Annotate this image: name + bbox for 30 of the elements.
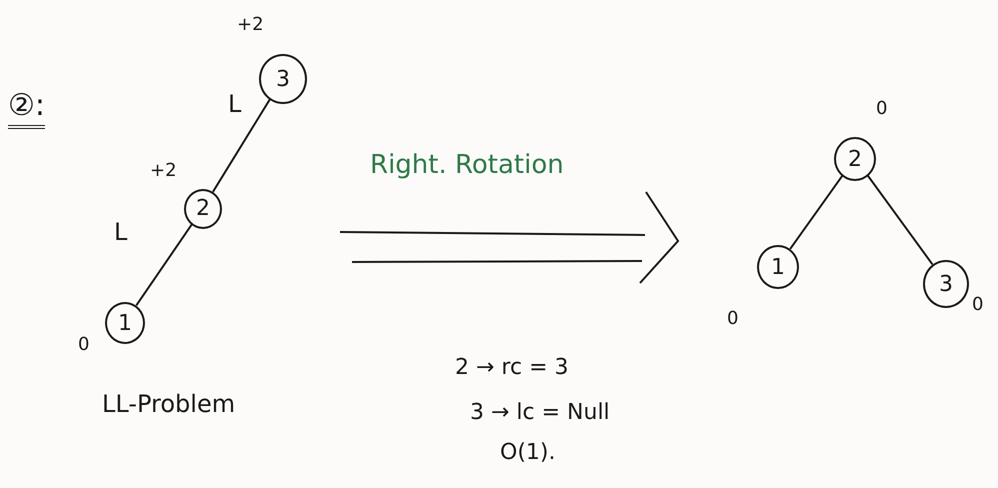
tree-edge: [866, 174, 934, 265]
balance-factor: 0: [876, 98, 888, 119]
tree-edge: [789, 174, 844, 250]
node-value: 3: [276, 66, 290, 92]
note-text: O(1).: [500, 440, 556, 465]
node-value: 3: [939, 272, 953, 297]
node-value: 1: [771, 254, 785, 280]
tree-node: [259, 54, 307, 104]
balance-factor: 0: [972, 294, 984, 315]
balance-factor: +2: [150, 160, 177, 181]
note-text: Right. Rotation: [370, 150, 564, 180]
tree-node: [923, 260, 969, 308]
edge-label: L: [114, 218, 128, 246]
tree-node: [105, 302, 145, 344]
node-value: 2: [196, 196, 210, 222]
balance-factor: 0: [78, 334, 90, 355]
section-number: ②:: [8, 88, 46, 129]
tree-edge: [135, 223, 194, 306]
balance-factor: 0: [727, 308, 738, 329]
note-text: 3 → lc = Null: [470, 400, 610, 425]
tree-node: [834, 137, 876, 182]
balance-factor: +2: [237, 14, 264, 35]
tree-node: [184, 189, 222, 229]
note-text: 2 → rc = 3: [455, 355, 568, 380]
node-value: 1: [118, 310, 132, 336]
node-value: 2: [848, 146, 862, 172]
edge-label: L: [228, 90, 242, 118]
tree-node: [757, 245, 799, 290]
note-text: LL-Problem: [102, 390, 236, 418]
tree-edge: [212, 98, 272, 192]
